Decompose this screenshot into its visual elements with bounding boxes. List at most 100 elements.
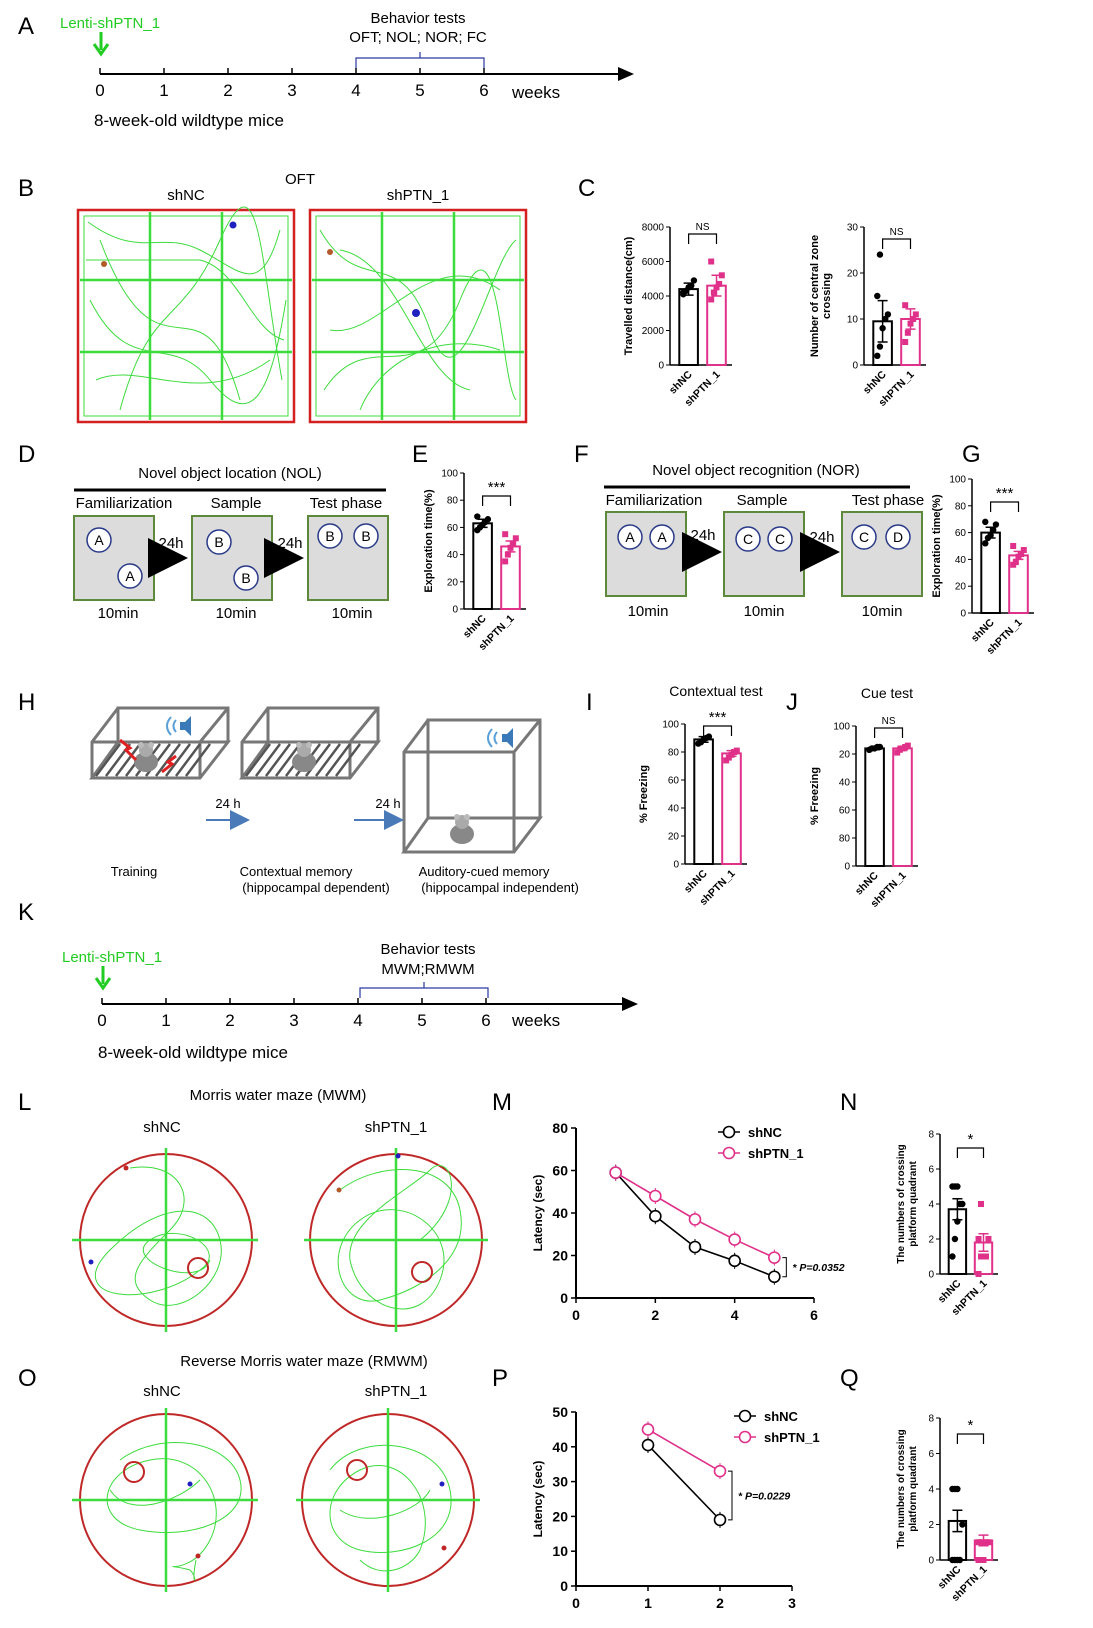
mwm-panel: Morris water maze (MWM) shNC shPTN_1 <box>72 1087 488 1332</box>
significance-bracket <box>956 1147 985 1158</box>
panel-letter-b: B <box>18 175 34 202</box>
panel-letter-c: C <box>578 175 595 202</box>
data-point <box>716 280 723 287</box>
y-tick-label: 0 <box>852 361 858 372</box>
significance-label: * <box>968 1417 974 1434</box>
data-point <box>641 1423 655 1436</box>
data-point <box>502 531 509 538</box>
timeline-tick-label: 3 <box>289 1011 298 1030</box>
significance-label: *** <box>488 479 506 496</box>
significance-annotation: * P=0.0352 <box>792 1262 844 1274</box>
nol-duration: 10min <box>216 605 257 622</box>
y-axis-label: Latency (sec) <box>531 1175 545 1252</box>
bar-shptn <box>721 752 742 866</box>
nor-object: C <box>775 531 785 547</box>
oft-panel: OFT shNC shPTN_1 <box>76 171 528 424</box>
y-axis-label: The numbers of crossingplatform quadrant <box>896 1429 919 1548</box>
timeline-tick-label: 2 <box>225 1011 234 1030</box>
mwm-pool-shptn <box>304 1148 488 1332</box>
data-point <box>718 272 725 279</box>
y-tick-label: 40 <box>552 1439 568 1455</box>
y-tick-label: 40 <box>447 550 459 561</box>
error-bar <box>978 1233 989 1252</box>
mwm-title: Morris water maze (MWM) <box>190 1087 367 1104</box>
y-tick-label: 60 <box>447 523 459 534</box>
significance-label: *** <box>709 709 727 726</box>
timeline-tick-label: 1 <box>159 81 168 100</box>
legend-label: shNC <box>764 1409 799 1424</box>
nor-object: C <box>859 529 869 545</box>
y-tick-label: 10 <box>552 1543 568 1559</box>
data-point <box>975 1236 982 1242</box>
data-point <box>609 1166 622 1179</box>
data-point <box>705 733 713 740</box>
panel-letter-e: E <box>412 441 428 468</box>
timeline-a-test-bracket <box>355 52 485 68</box>
nol-duration: 10min <box>332 605 373 622</box>
bar-shptn <box>892 747 913 868</box>
panel-letter-a: A <box>18 13 34 40</box>
nol-title: Novel object location (NOL) <box>138 465 321 482</box>
mouse-icon <box>292 742 316 772</box>
timeline-tick-label: 1 <box>161 1011 170 1030</box>
legend-marker <box>722 1125 736 1139</box>
timeline-tick-label: 5 <box>417 1011 426 1030</box>
data-point <box>978 1539 985 1546</box>
series-line-shnc <box>647 1444 721 1521</box>
y-tick-label: 50 <box>552 1404 568 1420</box>
data-point <box>688 282 695 289</box>
y-tick-label: 0 <box>452 605 458 616</box>
data-point <box>708 258 715 265</box>
y-tick-label: 40 <box>839 778 851 789</box>
nor-stage-3-label: Test phase <box>852 492 925 509</box>
data-point <box>504 551 511 558</box>
nol-object: B <box>241 570 250 586</box>
y-tick-label: 6000 <box>642 257 665 268</box>
data-point <box>641 1438 655 1452</box>
significance-bracket <box>990 501 1020 512</box>
significance-bracket <box>782 1257 787 1278</box>
data-point <box>1020 547 1027 554</box>
significance-label: NS <box>890 227 904 238</box>
timeline-tick-label: 4 <box>351 81 360 100</box>
panel-letter-d: D <box>18 441 35 468</box>
data-point <box>907 320 914 327</box>
nor-duration: 10min <box>862 603 903 620</box>
data-point <box>904 329 911 336</box>
nor-box-1 <box>605 511 687 597</box>
nol-object: B <box>325 528 334 544</box>
fc-stage-training: Training <box>111 864 157 879</box>
significance-bracket <box>482 495 512 506</box>
significance-annotation: * P=0.0229 <box>738 1491 790 1503</box>
bar-shnc <box>864 747 885 868</box>
chart-title: Contextual test <box>669 683 762 699</box>
significance-bracket <box>688 233 718 244</box>
nol-object: B <box>361 528 370 544</box>
y-axis-label-line: The numbers of crossing <box>896 1429 907 1548</box>
y-tick-label: 80 <box>955 501 967 512</box>
y-tick-label: 0 <box>928 1556 934 1567</box>
legend-label: shNC <box>748 1125 783 1140</box>
y-axis-label-line: crossing <box>821 273 833 319</box>
y-tick-label: 60 <box>839 806 851 817</box>
data-point <box>982 1253 989 1260</box>
y-tick-label: 4000 <box>642 292 665 303</box>
nor-objects: A A C C C D <box>617 524 911 552</box>
timeline-a-subject: 8-week-old wildtype mice <box>94 111 284 130</box>
panel-letter-g: G <box>962 441 981 468</box>
nol-stage-3-label: Test phase <box>310 495 383 512</box>
data-point <box>688 1240 702 1254</box>
nor-object: A <box>657 529 667 545</box>
data-point <box>507 544 514 551</box>
fc-interval: 24 h <box>215 796 240 811</box>
y-axis-label: % Freezing <box>638 765 650 823</box>
oft-title: OFT <box>285 171 315 188</box>
error-bar <box>877 299 888 343</box>
oft-arena-shptn <box>308 208 528 424</box>
data-point <box>876 343 884 350</box>
data-point <box>987 532 994 539</box>
bar-shnc <box>693 738 714 866</box>
